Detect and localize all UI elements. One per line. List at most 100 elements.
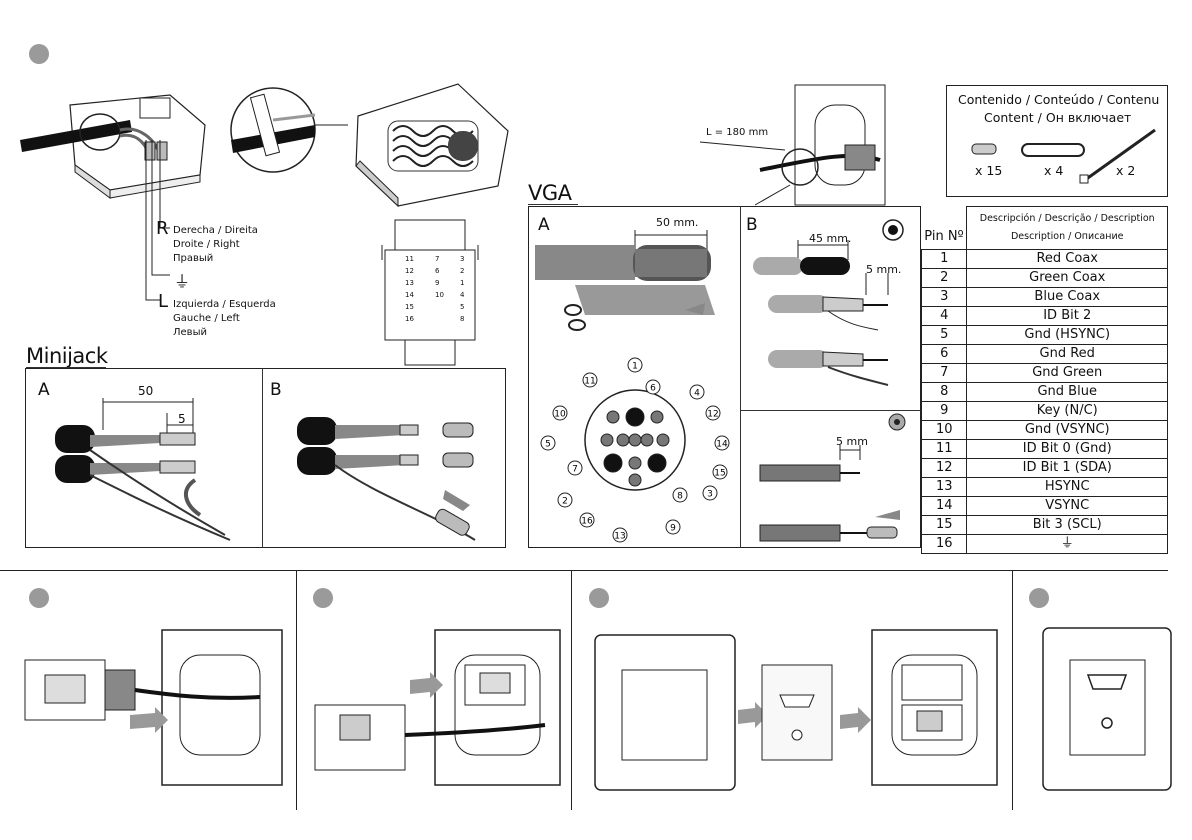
module-wired-illustration [355,83,509,208]
connector-pin-marker [612,527,628,543]
connector-conductor [603,453,623,473]
cable-tie-icon [1079,128,1156,184]
vga-terminal-block-illustration [381,219,479,366]
connector-pin-marker [705,405,721,421]
pin-header: Pin Nº [921,206,968,250]
connector-pin-marker [714,435,730,451]
connector-pin-number: 11 [584,377,595,387]
connector-pin-marker [557,492,573,508]
pin-number-cell: 3 [920,286,968,307]
left-wire-label-1: Izquierda / Esquerda [173,299,276,310]
minijack-title: Minijack [26,344,108,368]
pin-number-cell: 4 [920,305,968,326]
connector-pin-number: 6 [650,384,656,394]
pin-description-cell: Gnd (VSYNC) [966,419,1168,440]
pin-table-row: 16⏚ [920,533,1168,554]
vga-wire-crimp-illustration [759,413,906,542]
connector-pin-number: 10 [554,410,566,420]
terminal-pin-label: 2 [460,267,465,275]
wire-leader-lines [145,140,170,301]
pin-description-cell: Gnd Red [966,343,1168,364]
connector-pin-number: 13 [614,532,625,542]
pin-description-cell: Bit 3 (SCL) [966,514,1168,535]
right-wire-label-1: Derecha / Direita [173,225,258,236]
connector-pin-number: 15 [714,469,725,479]
connector-conductor [650,410,664,424]
step-5-marker [1029,588,1049,608]
desc-header-line-1: Descripción / Descrição / Description [979,212,1155,224]
connector-sleeve-icon [971,143,997,155]
terminal-pin-label: 7 [435,255,440,263]
right-wire-letter: R [156,218,169,239]
pin-number-cell: 7 [920,362,968,383]
content-line-1: Contenido / Conteúdo / Contenu [958,92,1160,107]
pin-description-cell: Key (N/C) [966,400,1168,421]
connector-pin-number: 7 [572,465,578,475]
terminal-pin-label: 5 [460,303,465,311]
cable-length-label: L = 180 mm [706,127,769,138]
right-wire-label-2: Droite / Right [173,239,240,250]
terminal-pin-label: 13 [405,279,414,287]
pin-number-cell: 1 [920,248,968,269]
connector-pin-marker [627,357,643,373]
connector-pin-number: 8 [677,492,683,502]
pin-description-cell: ID Bit 2 [966,305,1168,326]
step-3-module-mount-illustration [314,629,561,786]
connector-conductor [647,453,667,473]
pin-description-cell: Blue Coax [966,286,1168,307]
minijack-strip-illustration [55,398,231,541]
connector-conductor [600,433,614,447]
vga-panel [528,206,921,548]
terminal-pin-label: 3 [460,255,465,263]
connector-pin-number: 1 [632,362,638,372]
terminal-pin-label: 1 [460,279,465,287]
terminal-pin-label: 14 [405,291,414,299]
pin-number-cell: 14 [920,495,968,516]
minijack-panel-a-label: A [38,380,50,400]
pin-description-cell: ID Bit 1 (SDA) [966,457,1168,478]
pin-description-cell: Gnd Green [966,362,1168,383]
minijack-panel-b-label: B [270,380,282,400]
content-qty-1: x 15 [975,163,1003,178]
pin-description-cell: ⏚ [966,533,1168,554]
pin-description-cell: VSYNC [966,495,1168,516]
vga-panel-a-label: A [538,215,550,235]
pin-number-cell: 10 [920,419,968,440]
minijack-crimp-illustration [297,417,476,541]
connector-conductor [640,433,654,447]
terminal-pin-label: 8 [460,315,465,323]
terminal-pin-label: 4 [460,291,465,299]
desc-header-line-2: Description / Описание [1010,230,1124,242]
wall-box-cable-illustration [699,84,886,206]
pin-number-cell: 12 [920,457,968,478]
left-wire-label-3: Левый [173,327,207,338]
module-with-cable-illustration [20,94,206,199]
pin-description-cell: Gnd (HSYNC) [966,324,1168,345]
pin-description-cell: HSYNC [966,476,1168,497]
pin-number-cell: 5 [920,324,968,345]
minijack-dim-50: 50 [138,384,154,398]
vga-cable-strip-illustration [535,230,715,331]
connector-pin-number: 4 [694,389,700,399]
connector-pin-marker [712,464,728,480]
terminal-pin-label: 10 [435,291,444,299]
connector-conductor [628,433,642,447]
step-4-marker [589,588,609,608]
connector-pin-number: 16 [581,517,593,527]
terminal-pin-label: 9 [435,279,440,287]
pin-number-cell: 11 [920,438,968,459]
cable-duct-icon [1021,143,1085,157]
pin-number-cell: 9 [920,400,968,421]
connector-pin-number: 2 [562,497,568,507]
pin-number-cell: 13 [920,476,968,497]
